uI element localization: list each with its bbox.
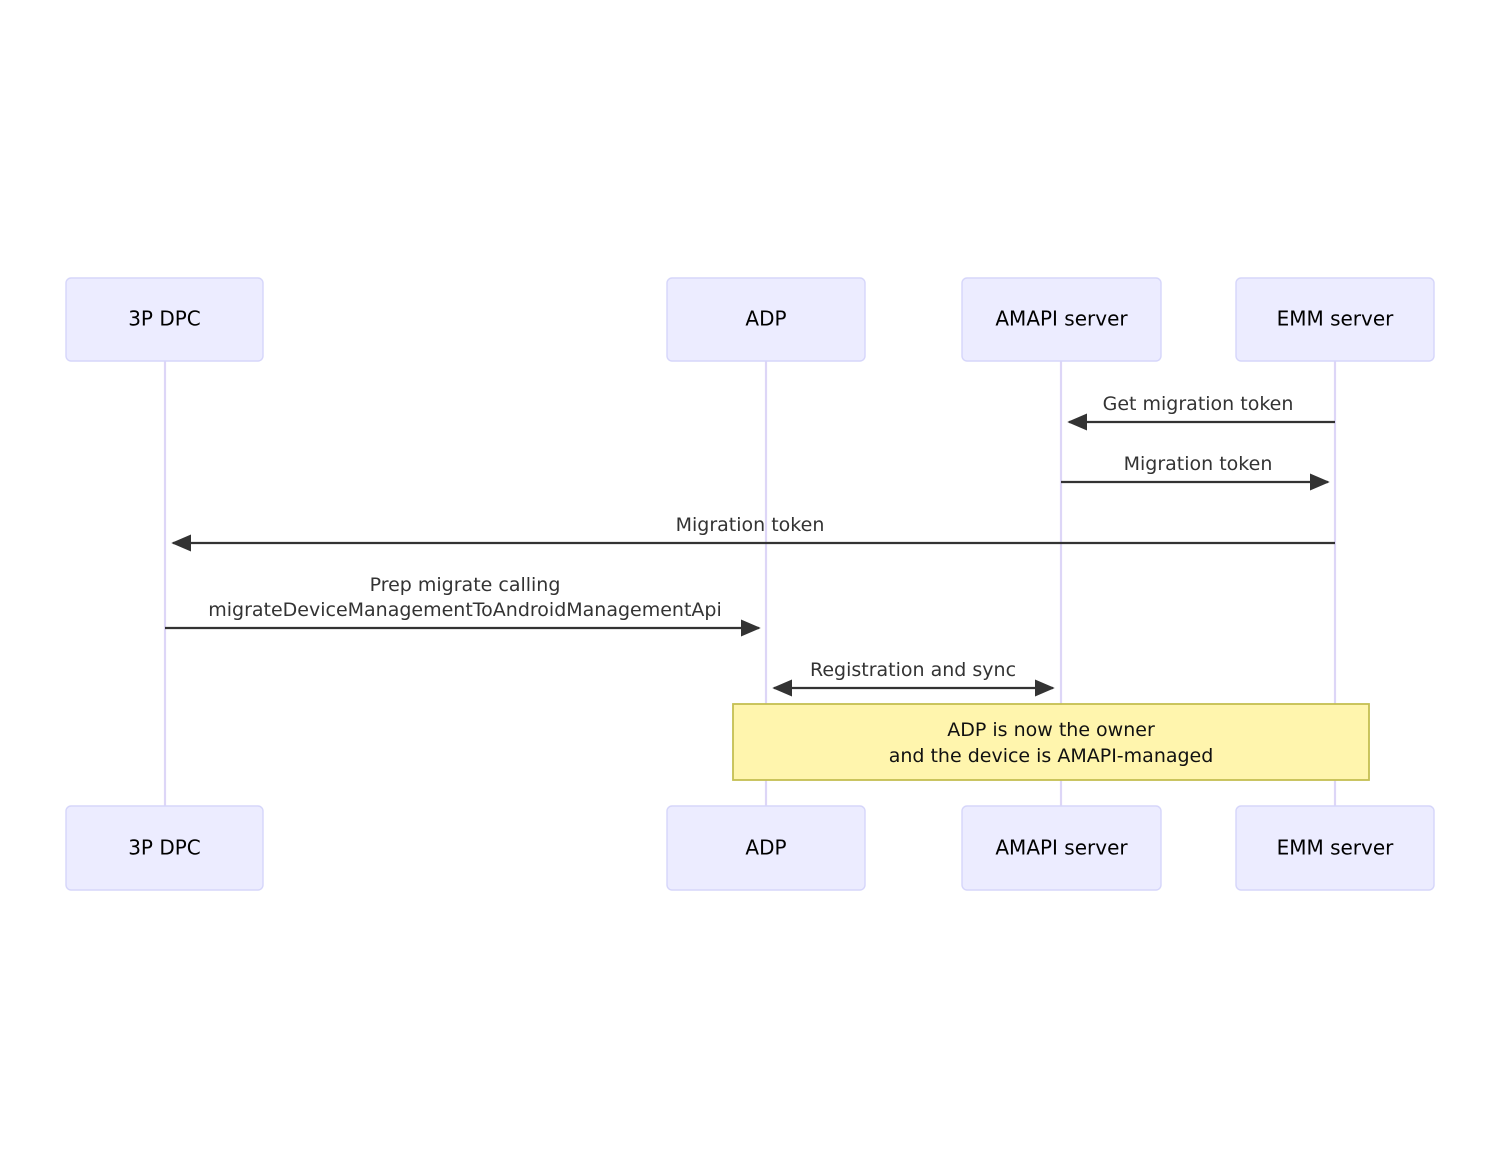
note-adp-owner-line1: ADP is now the owner [947, 719, 1155, 741]
actor-top-adp-box[interactable] [666, 277, 866, 362]
message-registration-and-sync-label: Registration and sync [810, 659, 1016, 681]
actor-top-amapi-server-box[interactable] [961, 277, 1162, 362]
actor-top-emm-server-box[interactable] [1235, 277, 1435, 362]
note-adp-owner-box [732, 703, 1370, 781]
message-prep-migrate[interactable]: Prep migrate calling migrateDeviceManage… [165, 574, 761, 637]
actor-bottom-amapi-server-box[interactable] [961, 805, 1162, 891]
actor-top-3p-dpc-label: 3P DPC [128, 307, 201, 331]
actor-top-amapi-server-label: AMAPI server [995, 307, 1128, 331]
actor-bottom-emm-server-box[interactable] [1235, 805, 1435, 891]
actor-bottom-emm-server[interactable]: EMM server [1235, 805, 1435, 891]
message-get-migration-token[interactable]: Get migration token [1067, 393, 1335, 431]
message-migration-token-emm-dpc-label: Migration token [676, 514, 825, 536]
actor-bottom-adp[interactable]: ADP [666, 805, 866, 891]
message-migration-token-amapi-emm-label: Migration token [1124, 453, 1273, 475]
actor-top-amapi-server[interactable]: AMAPI server [961, 277, 1162, 362]
actors-bottom-group: 3P DPC ADP AMAPI server EMM server [65, 805, 1435, 891]
message-registration-and-sync[interactable]: Registration and sync [772, 659, 1055, 697]
note-adp-owner: ADP is now the owner and the device is A… [732, 703, 1370, 781]
actor-top-3p-dpc[interactable]: 3P DPC [65, 277, 264, 362]
actor-bottom-3p-dpc[interactable]: 3P DPC [65, 805, 264, 891]
actor-top-emm-server[interactable]: EMM server [1235, 277, 1435, 362]
actor-bottom-amapi-server[interactable]: AMAPI server [961, 805, 1162, 891]
actor-bottom-emm-server-label: EMM server [1277, 836, 1395, 860]
actor-top-emm-server-label: EMM server [1277, 307, 1395, 331]
message-migration-token-emm-dpc[interactable]: Migration token [171, 514, 1335, 552]
actor-top-adp[interactable]: ADP [666, 277, 866, 362]
actor-bottom-amapi-server-label: AMAPI server [995, 836, 1128, 860]
actor-top-3p-dpc-box[interactable] [65, 277, 264, 362]
actor-bottom-3p-dpc-box[interactable] [65, 805, 264, 891]
note-adp-owner-line2: and the device is AMAPI-managed [889, 745, 1214, 767]
actor-bottom-adp-label: ADP [745, 836, 786, 860]
messages-group: Get migration token Migration token Migr… [165, 393, 1335, 697]
actor-bottom-adp-box[interactable] [666, 805, 866, 891]
message-migration-token-amapi-emm[interactable]: Migration token [1061, 453, 1330, 491]
actors-top-group: 3P DPC ADP AMAPI server EMM server [65, 277, 1435, 362]
message-get-migration-token-label: Get migration token [1103, 393, 1294, 415]
actor-bottom-3p-dpc-label: 3P DPC [128, 836, 201, 860]
message-prep-migrate-label-line1: Prep migrate calling [370, 574, 561, 596]
actor-top-adp-label: ADP [745, 307, 786, 331]
message-prep-migrate-label-line2: migrateDeviceManagementToAndroidManageme… [208, 599, 722, 621]
